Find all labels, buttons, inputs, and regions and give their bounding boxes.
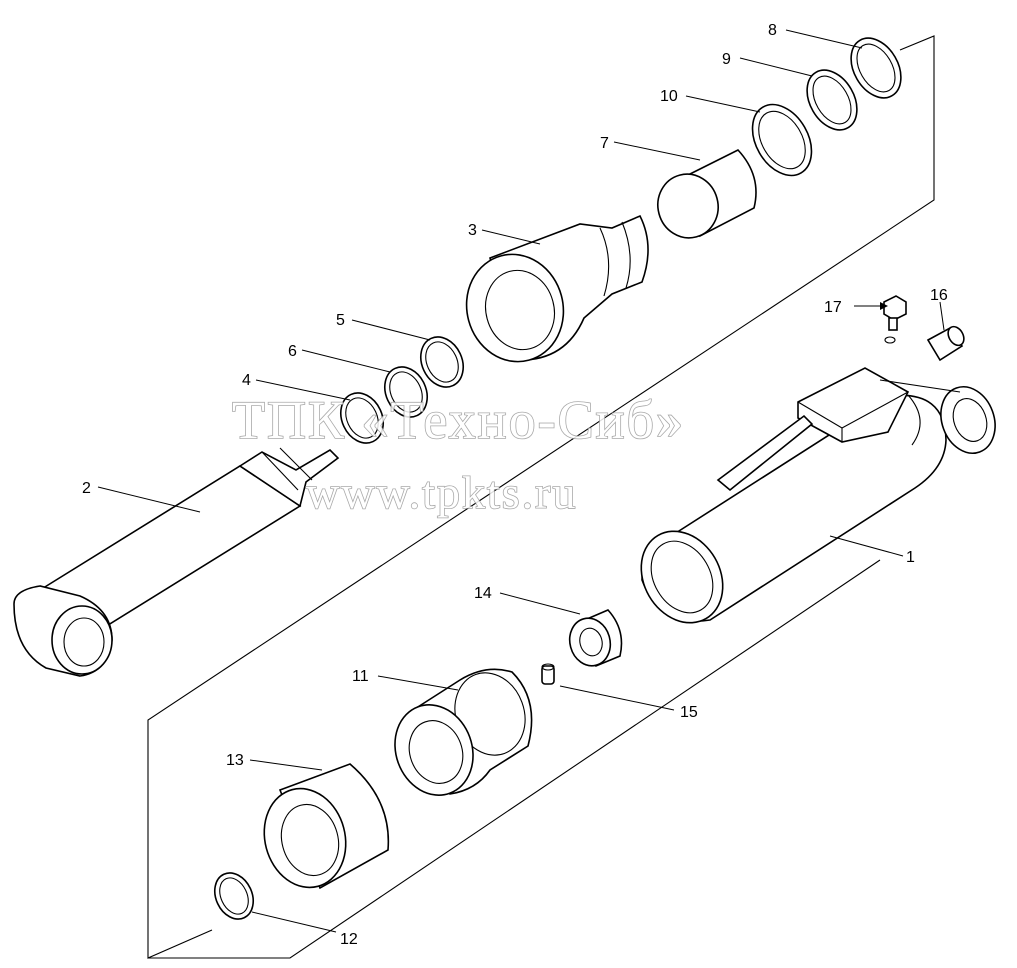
part-4-ring [340,392,384,444]
leader-lines [97,29,945,933]
part-11-guide [394,668,533,796]
part-5-ring [420,336,464,388]
part-2-piston-rod [13,447,340,677]
watermark-company: ТПК «Техно-Сиб» [232,390,685,450]
callout-7: 7 [600,135,609,152]
callout-labels: 1 2 3 4 5 6 7 8 9 10 11 12 13 14 15 16 1… [82,22,948,948]
part-6-ring [384,366,428,418]
assembly-frame [147,35,935,959]
part-3-piston [465,214,649,363]
callout-3: 3 [468,222,477,239]
seal-rings [213,37,902,920]
part-14-nut [568,609,623,668]
callout-6: 6 [288,343,297,360]
part-10-ring [751,103,813,177]
callout-10: 10 [660,88,678,105]
callout-4: 4 [242,372,251,389]
part-8-ring [850,37,902,99]
part-7-bushing [657,149,757,239]
callout-9: 9 [722,51,731,68]
part-12-ring [213,872,255,920]
callout-5: 5 [336,312,345,329]
part-15-pin [541,663,555,685]
part-1-cylinder-body [640,367,996,624]
callout-15: 15 [680,704,698,721]
callout-17: 17 [824,299,842,316]
part-13-sleeve [263,763,390,890]
watermark-url: www.tpkts.ru [306,467,577,518]
part-17-bolt [883,295,907,344]
callout-2: 2 [82,480,91,497]
callout-1: 1 [906,549,915,566]
callout-8: 8 [768,22,777,39]
part-9-ring [806,69,858,131]
part-16-fitting [926,325,965,362]
watermark: ТПК «Техно-Сиб» www.tpkts.ru [231,389,685,519]
callout-16: 16 [930,287,948,304]
callout-11: 11 [352,668,369,685]
callout-13: 13 [226,752,244,769]
callout-14: 14 [474,585,492,602]
callout-12: 12 [340,931,358,948]
